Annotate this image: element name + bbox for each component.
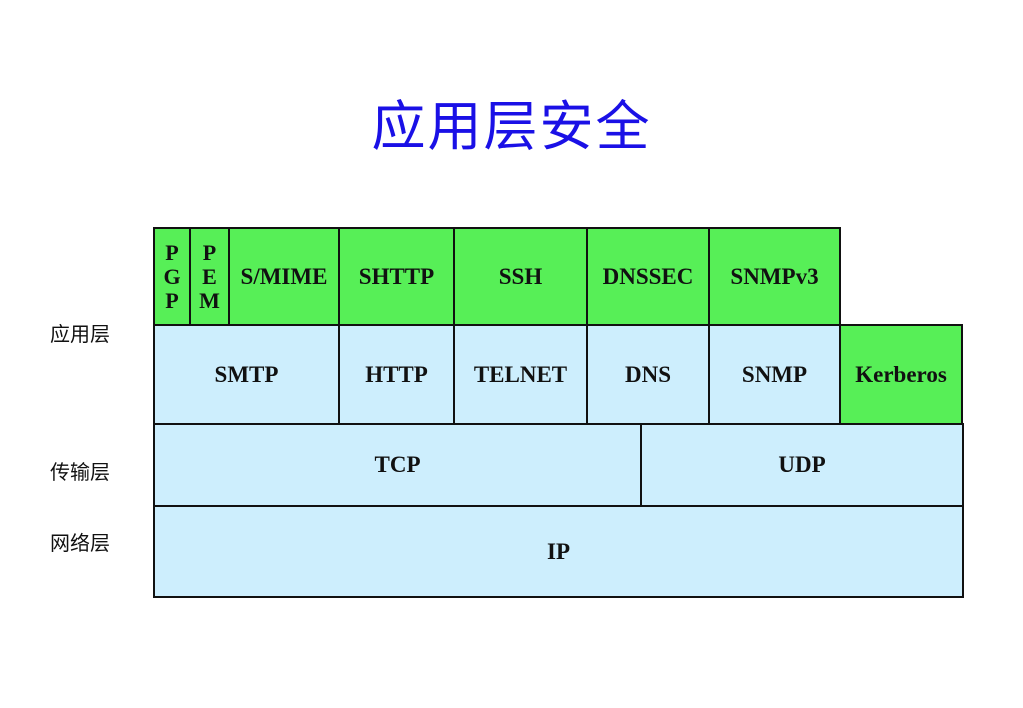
kerberos-cell: Kerberos [839, 324, 963, 425]
page-title: 应用层安全 [371, 95, 652, 158]
pgp-letter-2: G [163, 263, 181, 289]
pem-letter-2: E [202, 263, 217, 289]
snmpv3-cell: SNMPv3 [708, 227, 841, 326]
pgp-letter-3: P [165, 287, 179, 313]
pgp-letter-1: P [165, 239, 179, 265]
smime-cell: S/MIME [228, 227, 340, 326]
tcp-cell: TCP [153, 423, 642, 507]
smtp-cell: SMTP [153, 324, 340, 425]
http-cell: HTTP [338, 324, 455, 425]
ssh-cell: SSH [453, 227, 588, 326]
pem-letter-3: M [199, 287, 220, 313]
udp-cell: UDP [640, 423, 964, 507]
ip-cell: IP [153, 505, 964, 598]
pem-letter-1: P [202, 239, 217, 265]
dns-cell: DNS [586, 324, 710, 425]
pgp-cell: P G P [153, 227, 191, 326]
snmp-cell: SNMP [708, 324, 841, 425]
layer-label-network: 网络层 [50, 531, 110, 555]
layer-label-transport: 传输层 [50, 460, 110, 484]
telnet-cell: TELNET [453, 324, 588, 425]
pem-cell: P E M [189, 227, 230, 326]
dnssec-cell: DNSSEC [586, 227, 710, 326]
layer-label-application: 应用层 [50, 322, 110, 346]
shttp-cell: SHTTP [338, 227, 455, 326]
